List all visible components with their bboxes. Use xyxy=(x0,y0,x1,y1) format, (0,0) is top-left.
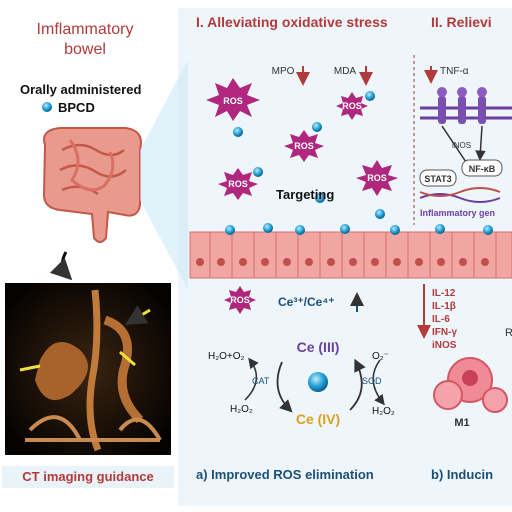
ce4-label: Ce (IV) xyxy=(296,411,340,427)
section1-heading: I. Alleviating oxidative stress xyxy=(196,14,388,30)
organ-title-line1: Imflammatory xyxy=(36,21,134,38)
h2o2-left-label: H₂O₂ xyxy=(230,404,253,415)
targeting-label: Targeting xyxy=(276,187,334,202)
section2-caption: b) Inducin xyxy=(431,467,494,482)
ros-label-1: ROS xyxy=(223,96,243,106)
h2o-o2-label: H₂O+O₂ xyxy=(208,351,245,362)
m1-macrophage-icon xyxy=(433,357,508,413)
cat-label: CAT xyxy=(252,376,270,386)
section2-heading: II. Relievi xyxy=(431,14,492,30)
bpcd-particle-icon xyxy=(42,102,52,112)
nfkb-label: NF-κB xyxy=(469,164,496,174)
ce-redox-cycle xyxy=(244,357,385,413)
o2-label: O₂⁻ xyxy=(372,351,389,362)
ct-image xyxy=(5,283,171,455)
cytokine-2: IL-1β xyxy=(432,301,456,312)
inos-top-label: iNOS xyxy=(452,141,471,150)
drug-label-line2: BPCD xyxy=(58,100,95,115)
organ-title: Imflammatory bowel xyxy=(0,20,170,60)
m1-label: M1 xyxy=(454,417,469,429)
section1-caption: a) Improved ROS elimination xyxy=(196,467,374,482)
mda-label: MDA xyxy=(334,66,357,77)
ros-label-4: ROS xyxy=(228,179,248,189)
ros-star-2: ROS xyxy=(284,130,324,162)
intestine-icon xyxy=(42,127,142,243)
cytokine-5: iNOS xyxy=(432,340,457,351)
cut-letter: R xyxy=(505,327,512,339)
ros-star-5: ROS xyxy=(356,160,398,196)
organ-title-line2: bowel xyxy=(64,41,106,58)
mpo-label: MPO xyxy=(272,66,295,77)
down-arrow-icon xyxy=(49,251,73,281)
stat3-label: STAT3 xyxy=(424,174,451,184)
genes-label: Inflammatory gen xyxy=(420,208,495,218)
ros-label-6: ROS xyxy=(230,295,250,305)
epithelial-layer xyxy=(189,223,512,279)
ros-label-3: ROS xyxy=(342,101,362,111)
ros-star-4: ROS xyxy=(218,168,258,200)
ros-star-6: ROS xyxy=(224,286,256,314)
h2o2-right-label: H₂O₂ xyxy=(372,406,395,417)
zoom-cone xyxy=(140,60,188,290)
cytokine-3: IL-6 xyxy=(432,314,450,325)
cytokine-1: IL-12 xyxy=(432,288,456,299)
ros-star-3: ROS xyxy=(336,92,368,120)
ce3-label: Ce (III) xyxy=(297,339,340,355)
bpcd-particles xyxy=(233,91,385,219)
ce-couple-label: Ce³⁺/Ce⁴⁺ xyxy=(278,295,335,309)
tnf-label: TNF-α xyxy=(440,66,469,77)
ros-label-5: ROS xyxy=(367,173,387,183)
ros-star-large: ROS xyxy=(206,78,260,121)
ros-label-2: ROS xyxy=(294,141,314,151)
ct-caption: CT imaging guidance xyxy=(2,466,174,488)
drug-label-line1: Orally administered xyxy=(20,82,142,97)
center-particle-icon xyxy=(308,372,328,392)
signaling-pathway xyxy=(417,66,512,413)
sod-label: SOD xyxy=(362,376,382,386)
cytokine-4: IFN-γ xyxy=(432,327,457,338)
